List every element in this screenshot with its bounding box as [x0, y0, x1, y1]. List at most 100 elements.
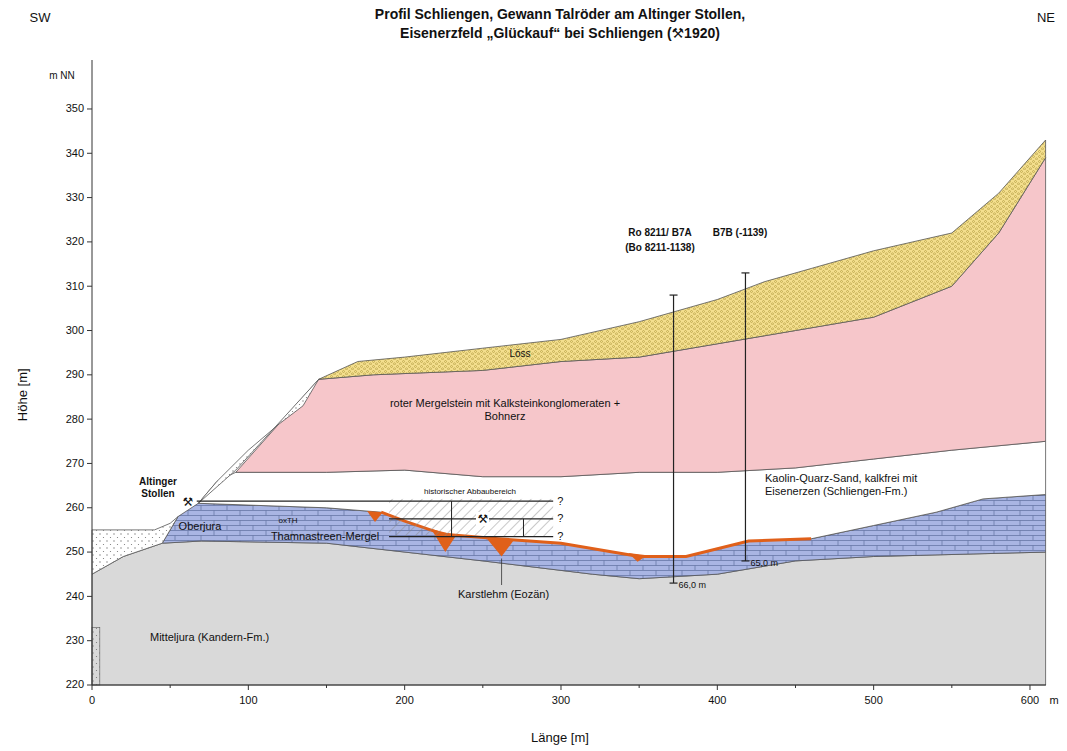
- y-tick: [87, 463, 92, 464]
- x-tick: [560, 685, 561, 690]
- layer-label: Thamnastreen-Mergel: [271, 530, 379, 543]
- y-tick: [87, 241, 92, 242]
- area-label: historischer Abbaubereich: [424, 487, 516, 497]
- y-tick: [87, 552, 92, 553]
- layer-label: roter Mergelstein mit Kalksteinkonglomer…: [375, 397, 635, 423]
- axis-tick-label: 350: [66, 102, 84, 115]
- axis-unit: m: [1049, 694, 1058, 707]
- gallery-shaft: [451, 501, 452, 536]
- borehole-cap: [741, 272, 749, 273]
- direction-label: NE: [1037, 10, 1055, 26]
- y-tick: [87, 108, 92, 109]
- slope-debris: [198, 379, 318, 503]
- layer-label: oxTH: [278, 516, 297, 526]
- borehole-cap: [670, 582, 678, 583]
- axis-tick-label: 290: [66, 368, 84, 381]
- mine-symbol: ⚒: [183, 495, 194, 509]
- x-tick: [482, 685, 483, 688]
- depth-label: 65,0 m: [750, 558, 778, 569]
- question-mark: ?: [557, 530, 563, 543]
- x-tick: [639, 685, 640, 688]
- historic-mining-area: [389, 499, 553, 537]
- karst-clay-pocket: [486, 537, 514, 556]
- x-tick: [248, 685, 249, 690]
- x-tick: [170, 685, 171, 688]
- y-tick: [87, 640, 92, 641]
- borehole-label: Ro 8211/ B7A: [628, 227, 691, 239]
- axis-title: Höhe [m]: [14, 369, 30, 422]
- x-tick: [951, 685, 952, 688]
- mine-symbol: ⚒: [476, 512, 489, 526]
- y-tick: [87, 197, 92, 198]
- x-tick: [795, 685, 796, 688]
- x-tick: [404, 685, 405, 690]
- y-tick: [87, 286, 92, 287]
- borehole-label: B7B (-1139): [713, 227, 767, 239]
- axis-tick-label: 500: [864, 694, 882, 707]
- axis-tick-label: 330: [66, 191, 84, 204]
- axis-tick-label: 230: [66, 634, 84, 647]
- axis-tick-label: 240: [66, 590, 84, 603]
- x-tick: [873, 685, 874, 690]
- layer-label: Kaolin-Quarz-Sand, kalkfrei mit Eisenerz…: [765, 472, 925, 498]
- x-axis: [92, 685, 1046, 686]
- layer-label: Karstlehm (Eozän): [458, 588, 549, 601]
- axis-tick-label: 340: [66, 147, 84, 160]
- x-tick: [717, 685, 718, 690]
- y-tick: [87, 596, 92, 597]
- borehole-cap: [741, 560, 749, 561]
- y-tick: [87, 507, 92, 508]
- chart-title: Profil Schliengen, Gewann Talröder am Al…: [340, 5, 780, 43]
- axis-tick-label: 260: [66, 501, 84, 514]
- dotted-block: [92, 627, 100, 685]
- x-tick: [92, 685, 93, 690]
- y-tick: [87, 153, 92, 154]
- karst-clay-pocket: [628, 553, 647, 562]
- axis-tick-label: 200: [395, 694, 413, 707]
- layer-label: Löss: [509, 348, 530, 360]
- gallery-shaft: [523, 519, 524, 537]
- axis-tick-label: 220: [66, 678, 84, 691]
- axis-tick-label: 280: [66, 413, 84, 426]
- gallery-line: [389, 518, 553, 519]
- adit-label: Altinger Stollen: [127, 476, 189, 500]
- loess-pattern: [319, 140, 1046, 379]
- axis-tick-label: 600: [1021, 694, 1039, 707]
- borehole: [673, 295, 674, 583]
- x-tick: [326, 685, 327, 688]
- y-tick: [87, 330, 92, 331]
- gallery-line: [389, 536, 553, 537]
- axis-unit: m NN: [49, 70, 75, 82]
- axis-tick-label: 250: [66, 545, 84, 558]
- axis-tick-label: 400: [708, 694, 726, 707]
- valley-fill-dots: [92, 517, 178, 575]
- axis-title: Länge [m]: [531, 730, 589, 746]
- slope-debris-dots: [198, 379, 318, 503]
- loess-layer: [319, 140, 1046, 379]
- question-mark: ?: [557, 495, 563, 508]
- borehole: [745, 273, 746, 561]
- y-tick: [87, 419, 92, 420]
- axis-tick-label: 320: [66, 235, 84, 248]
- valley-fill: [92, 517, 178, 575]
- axis-tick-label: 100: [239, 694, 257, 707]
- y-tick: [87, 685, 92, 686]
- borehole-label: (Bo 8211-1138): [625, 242, 695, 254]
- y-tick: [87, 374, 92, 375]
- borehole-cap: [670, 294, 678, 295]
- layer-label: Oberjura: [179, 520, 222, 533]
- axis-tick-label: 270: [66, 457, 84, 470]
- axis-tick-label: 0: [89, 694, 95, 707]
- direction-label: SW: [30, 10, 51, 26]
- axis-tick-label: 300: [66, 324, 84, 337]
- red-marl-layer: [236, 158, 1046, 477]
- x-tick: [1029, 685, 1030, 690]
- axis-tick-label: 300: [552, 694, 570, 707]
- layer-label: Mitteljura (Kandern-Fm.): [150, 631, 269, 644]
- leader-line: [501, 559, 502, 585]
- axis-tick-label: 310: [66, 280, 84, 293]
- question-mark: ?: [557, 512, 563, 525]
- karst-clay-pocket: [367, 511, 383, 522]
- gallery-line: [197, 501, 553, 502]
- depth-label: 66,0 m: [679, 580, 707, 591]
